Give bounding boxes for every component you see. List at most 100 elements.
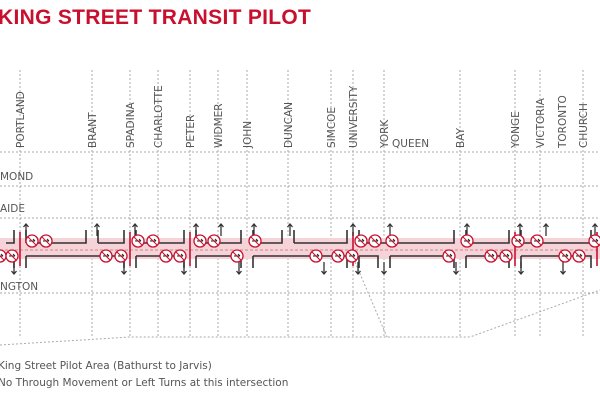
arrow-head	[132, 222, 138, 228]
icon-slash	[161, 251, 171, 261]
no-turn-icon	[309, 249, 323, 263]
icon-slash	[116, 251, 126, 261]
arrow-head	[381, 270, 387, 276]
legend-no-turns: No Through Movement or Left Turns at thi…	[0, 377, 289, 389]
arrow-head	[592, 222, 598, 228]
arrow-head	[518, 270, 524, 276]
arrow-head	[23, 222, 29, 228]
arrow-head	[287, 222, 293, 228]
turn-arrow	[0, 253, 4, 257]
no-turn-icon	[511, 234, 525, 248]
no-turn-icon	[331, 249, 345, 263]
page-title: KING STREET TRANSIT PILOT	[0, 6, 312, 29]
no-turn-icon	[0, 249, 7, 263]
no-turn-icon	[99, 249, 113, 263]
no-turn-icon	[173, 249, 187, 263]
arrow-head	[121, 270, 127, 276]
no-turn-icon	[25, 234, 39, 248]
no-turn-icon	[248, 234, 262, 248]
no-turn-icon	[499, 249, 513, 263]
icon-slash	[250, 236, 260, 246]
icon-slash	[232, 251, 242, 261]
icon-slash	[356, 236, 366, 246]
street-label-victoria: VICTORIA	[535, 97, 547, 148]
street-label-york: YORK	[379, 119, 391, 149]
street-label-bay: BAY	[455, 127, 467, 148]
no-turn-icon	[588, 234, 600, 248]
no-turn-icon	[114, 249, 128, 263]
no-turn-icon	[460, 234, 474, 248]
icon-slash	[370, 236, 380, 246]
street-label-toronto: TORONTO	[557, 95, 569, 149]
no-turn-icon	[345, 249, 359, 263]
street-label-spadina: SPADINA	[125, 101, 137, 148]
icon-slash	[574, 251, 584, 261]
street-label-simcoe: SIMCOE	[326, 107, 338, 148]
arrow-head	[193, 222, 199, 228]
pilot-area-boundary	[0, 289, 600, 346]
no-turn-icon	[442, 249, 456, 263]
icon-slash	[590, 236, 600, 246]
no-turn-icon	[354, 234, 368, 248]
icon-slash	[27, 236, 37, 246]
street-label-peter: PETER	[185, 115, 197, 148]
king-street-curb-south	[359, 255, 391, 268]
no-turn-icon	[5, 249, 19, 263]
arrow-head	[560, 270, 566, 276]
no-turn-icon	[385, 234, 399, 248]
icon-slash	[195, 236, 205, 246]
king-street-curb-south	[521, 255, 592, 268]
street-label-portland: PORTLAND	[15, 91, 27, 148]
street-label-adelaide: AIDE	[0, 203, 25, 215]
arrow-head	[355, 270, 361, 276]
arrow-head	[321, 270, 327, 276]
arrow-head	[236, 270, 242, 276]
no-turn-icon	[368, 234, 382, 248]
icon-slash	[347, 251, 357, 261]
king-street-curb-north	[253, 230, 295, 244]
street-label-brant: BRANT	[87, 112, 99, 148]
no-turn-icon	[159, 249, 173, 263]
street-label-john: JOHN	[242, 121, 254, 149]
icon-slash	[462, 236, 472, 246]
street-label-duncan: DUNCAN	[283, 102, 295, 148]
arrow-head	[251, 222, 257, 228]
icon-slash	[486, 251, 496, 261]
icon-slash	[333, 251, 343, 261]
arrow-head	[350, 222, 356, 228]
street-label-richmond: MOND	[0, 171, 33, 183]
arrow-head	[464, 222, 470, 228]
street-label-widmer: WIDMER	[213, 103, 225, 148]
arrow-head	[387, 222, 393, 228]
icon-slash	[387, 236, 397, 246]
street-label-wellington: NGTON	[0, 281, 38, 293]
arrow-head	[517, 222, 523, 228]
arrow-head	[11, 270, 17, 276]
no-turn-icon	[146, 234, 160, 248]
no-turn-icon	[193, 234, 207, 248]
icon-slash	[133, 236, 143, 246]
icon-slash	[41, 236, 51, 246]
icon-slash	[532, 236, 542, 246]
street-label-university: UNIVERSITY	[348, 85, 360, 148]
icon-slash	[7, 251, 17, 261]
icon-slash	[0, 255, 5, 261]
grid-line	[354, 261, 388, 338]
arrow-head	[218, 222, 224, 228]
arrow-head	[181, 270, 187, 276]
icon-slash	[513, 236, 523, 246]
icon-slash	[101, 251, 111, 261]
street-label-church: CHURCH	[578, 103, 590, 148]
icon-slash	[148, 236, 158, 246]
street-label-charlotte: CHARLOTTE	[153, 85, 165, 148]
no-turn-icon	[230, 249, 244, 263]
no-turn-icon	[207, 234, 221, 248]
icon-slash	[311, 251, 321, 261]
street-label-yonge: YONGE	[510, 111, 522, 149]
icon-slash	[501, 251, 511, 261]
no-turn-icon	[39, 234, 53, 248]
no-turn-icon	[131, 234, 145, 248]
arrow-head	[94, 222, 100, 228]
icon-slash	[175, 251, 185, 261]
